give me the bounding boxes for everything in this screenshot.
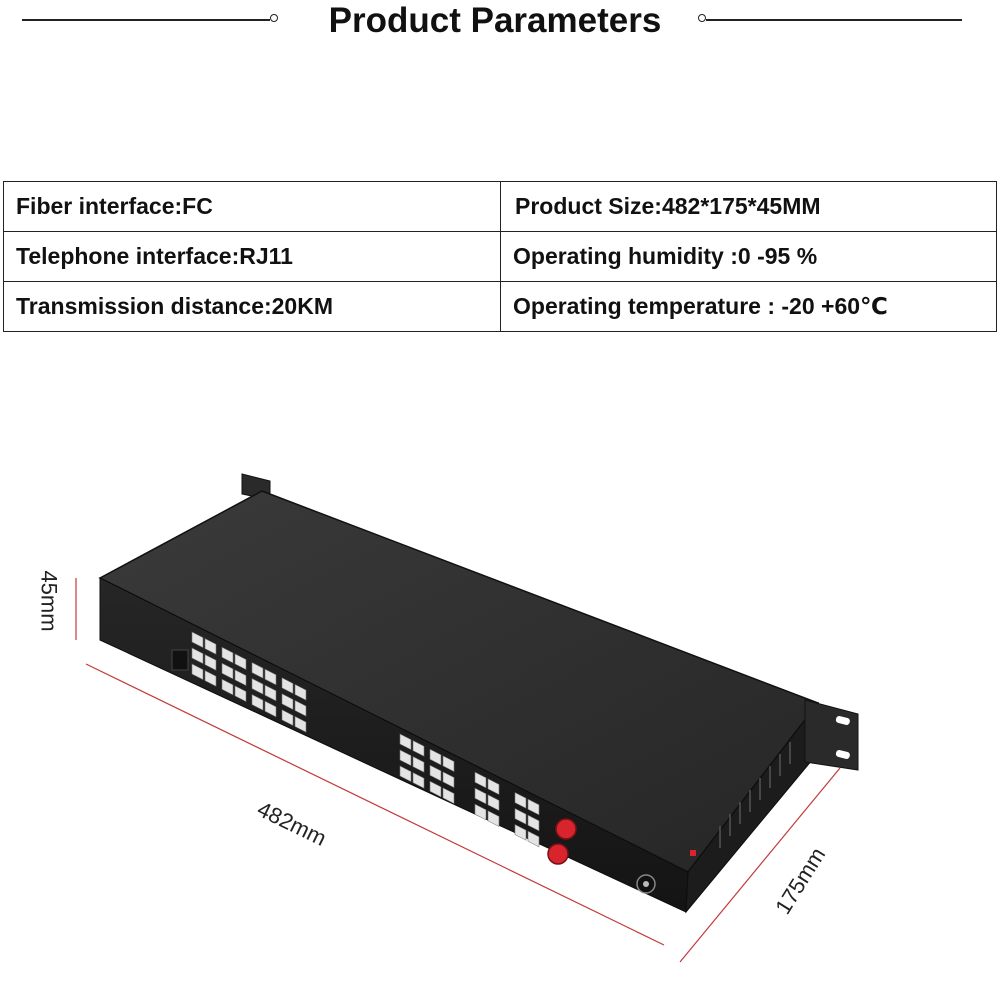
page-title: Product Parameters [328, 1, 662, 40]
rack-hole-bottom [835, 750, 850, 759]
param-fiber-interface: Fiber interface:FC [3, 181, 501, 232]
header-rule-left [22, 19, 270, 21]
rack-hole-top [835, 716, 850, 725]
table-row: Fiber interface:FC Product Size:482*175*… [3, 181, 997, 232]
rack-ear-right [804, 699, 859, 771]
indicator-panel [171, 649, 189, 671]
param-transmission-distance: Transmission distance:20KM [3, 281, 501, 332]
fc-fiber-connectors [547, 818, 577, 865]
param-operating-humidity: Operating humidity :0 -95 % [500, 231, 997, 282]
parameters-table: Fiber interface:FC Product Size:482*175*… [3, 181, 997, 332]
product-image: 45mm 482mm 175mm [0, 440, 1000, 976]
header-dot-right [698, 14, 706, 22]
fiber-transceiver-device-image [75, 473, 859, 963]
rj11-ports-left [191, 631, 307, 733]
rj11-ports-right [399, 733, 540, 848]
dc-power-pin [643, 881, 649, 887]
section-header: Product Parameters [0, 0, 1000, 44]
param-telephone-interface: Telephone interface:RJ11 [3, 231, 501, 282]
table-row: Telephone interface:RJ11 Operating humid… [3, 231, 997, 282]
param-product-size: Product Size:482*175*45MM [500, 181, 997, 232]
power-led [690, 850, 696, 856]
dimension-height-label: 45mm [36, 570, 62, 632]
header-dot-left [270, 14, 278, 22]
dimension-lines [75, 578, 841, 963]
header-rule-right [706, 19, 962, 21]
vent-slots [719, 742, 791, 848]
param-operating-temperature: Operating temperature : -20 +60℃ [500, 281, 997, 332]
table-row: Transmission distance:20KM Operating tem… [3, 281, 997, 332]
